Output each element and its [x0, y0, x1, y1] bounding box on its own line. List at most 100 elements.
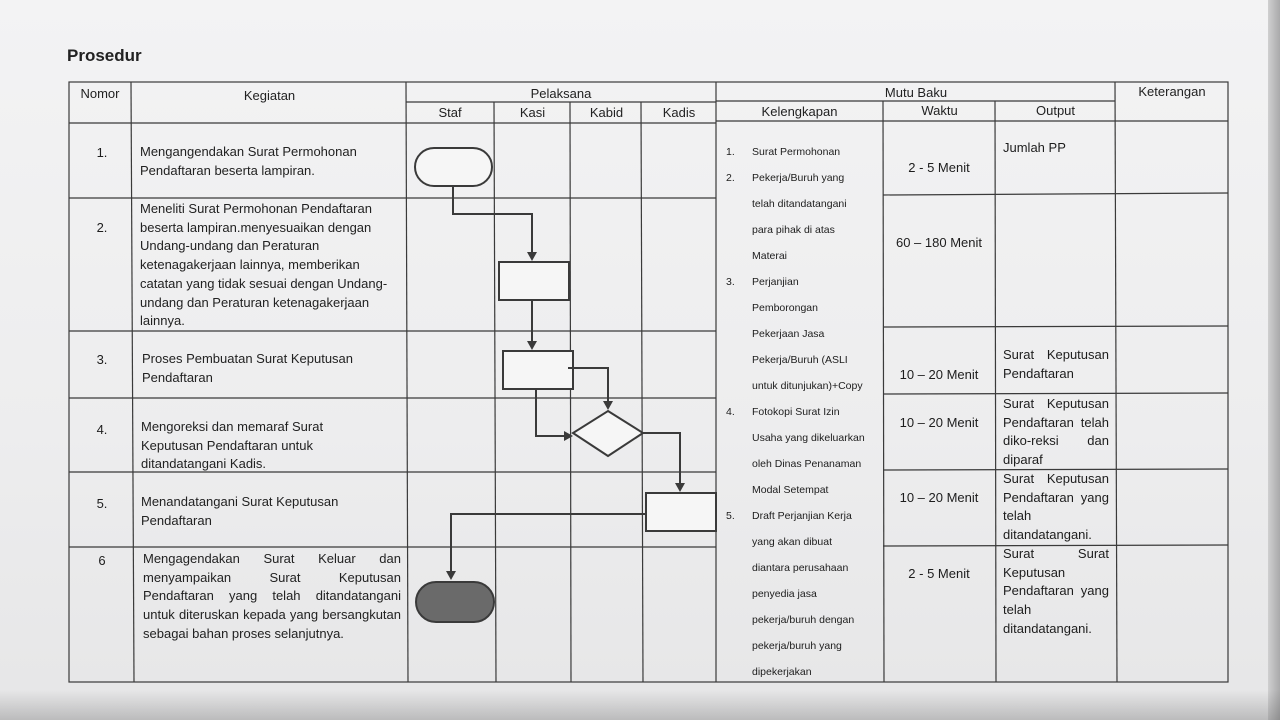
process-box-kadis: [645, 492, 717, 532]
end-terminator: [415, 581, 495, 623]
row-number: 5.: [96, 496, 108, 511]
output-value: Surat Keputusan Pendaftaran telah diko-r…: [1003, 396, 1109, 468]
kelengkapan-item: Usaha yang dikeluarkan: [726, 425, 878, 451]
waktu-value: 2 - 5 Menit: [908, 566, 970, 581]
kelengkapan-item: Pemborongan: [726, 295, 878, 321]
row-number: 3.: [96, 352, 108, 367]
kelengkapan-item-number: [726, 425, 752, 451]
waktu-value: 2 - 5 Menit: [908, 160, 970, 175]
kegiatan-text: Mengagendakan Surat Keluar dan menyampai…: [143, 551, 401, 641]
header-kegiatan: Kegiatan: [243, 88, 296, 103]
table-lines: [68, 81, 1229, 683]
kelengkapan-item-text: para pihak di atas: [752, 224, 835, 236]
kelengkapan-item-number: 2.: [726, 172, 735, 184]
header-pelaksana: Pelaksana: [530, 86, 592, 101]
row-number: 6: [98, 553, 106, 568]
start-terminator: [414, 147, 493, 187]
kelengkapan-item-number: [726, 581, 752, 607]
kelengkapan-item-text: Surat Permohonan: [752, 146, 841, 158]
kelengkapan-item: 5. Draft Perjanjian Kerja: [726, 503, 878, 529]
header-nomor: Nomor: [80, 86, 120, 101]
output-value: Surat Keputusan Pendaftaran yang telah d…: [1003, 471, 1109, 543]
kelengkapan-item-number: 3.: [726, 276, 735, 288]
kelengkapan-item: untuk ditunjukan)+Copy: [726, 373, 878, 399]
waktu-value: 60 – 180 Menit: [895, 235, 982, 250]
kelengkapan-item-text: Pekerja/Buruh yang: [752, 172, 845, 184]
kelengkapan-item: oleh Dinas Penanaman: [726, 451, 878, 477]
kelengkapan-item-text: Materai: [752, 250, 788, 262]
kelengkapan-item-number: [726, 217, 752, 243]
kelengkapan-item-number: [726, 633, 752, 659]
kelengkapan-item-text: telah ditandatangani: [752, 198, 847, 210]
arrow-heads: [446, 252, 685, 580]
kelengkapan-item-number: [726, 529, 752, 555]
kelengkapan-item-text: Pekerjaan Jasa: [752, 328, 825, 340]
kelengkapan-item-text: Pemborongan: [752, 302, 818, 314]
kelengkapan-list: 1. Surat Permohonan 2. Pekerja/Buruh yang te…: [726, 139, 878, 685]
kelengkapan-item: pekerja/buruh dengan: [726, 607, 878, 633]
kegiatan-text: Menandatangani Surat Keputusan Pendaftar…: [141, 494, 339, 528]
header-mutu-baku: Mutu Baku: [884, 85, 948, 100]
waktu-value: 10 – 20 Menit: [899, 367, 979, 382]
kelengkapan-item-text: Usaha yang dikeluarkan: [752, 432, 865, 444]
bottom-shadow: [0, 690, 1280, 720]
output-value: Surat Surat Keputusan Pendaftaran yang t…: [1003, 546, 1109, 636]
kelengkapan-item-text: Pekerja/Buruh (ASLI: [752, 354, 848, 366]
header-staf: Staf: [438, 105, 462, 120]
paper-edge: [1268, 0, 1280, 720]
output-value: Jumlah PP: [1003, 140, 1066, 155]
kelengkapan-item-text: penyedia jasa: [752, 588, 817, 600]
kelengkapan-item-number: [726, 373, 752, 399]
kelengkapan-item: Pekerja/Buruh (ASLI: [726, 347, 878, 373]
row-number: 1.: [96, 145, 108, 160]
header-output: Output: [1035, 103, 1076, 118]
kelengkapan-item-number: [726, 295, 752, 321]
kelengkapan-item-text: oleh Dinas Penanaman: [752, 458, 862, 470]
kelengkapan-item-number: [726, 451, 752, 477]
kelengkapan-item-text: Draft Perjanjian Kerja: [752, 510, 852, 522]
header-waktu: Waktu: [921, 103, 958, 118]
kelengkapan-item-number: [726, 555, 752, 581]
kelengkapan-item: diantara perusahaan: [726, 555, 878, 581]
kelengkapan-item-number: [726, 321, 752, 347]
kelengkapan-item: Pekerjaan Jasa: [726, 321, 878, 347]
kelengkapan-item-number: 4.: [726, 406, 735, 418]
kelengkapan-item-text: pekerja/buruh dengan: [752, 614, 855, 626]
kelengkapan-item: penyedia jasa: [726, 581, 878, 607]
header-keterangan: Keterangan: [1138, 84, 1206, 99]
kelengkapan-item-text: Modal Setempat: [752, 484, 829, 496]
kelengkapan-item: 2. Pekerja/Buruh yang: [726, 165, 878, 191]
kegiatan-text: Mengangendakan Surat Permohonan Pendafta…: [140, 144, 357, 178]
kelengkapan-item: telah ditandatangani: [726, 191, 878, 217]
kelengkapan-item: Materai: [726, 243, 878, 269]
kegiatan-text: Meneliti Surat Permohonan Pendaftaran be…: [140, 201, 388, 329]
kelengkapan-item-text: diantara perusahaan: [752, 562, 849, 574]
process-box-kasi: [498, 261, 570, 301]
kelengkapan-item: 3.Perjanjian: [726, 269, 878, 295]
waktu-value: 10 – 20 Menit: [899, 415, 979, 430]
kegiatan-text: Mengoreksi dan memaraf Surat Keputusan P…: [141, 419, 324, 472]
kelengkapan-item-text: dipekerjakan: [752, 666, 812, 678]
kelengkapan-item-text: yang akan dibuat: [752, 536, 832, 548]
kelengkapan-item-number: [726, 607, 752, 633]
kelengkapan-item: Modal Setempat: [726, 477, 878, 503]
kelengkapan-item-number: [726, 243, 752, 269]
kelengkapan-item: para pihak di atas: [726, 217, 878, 243]
header-kabid: Kabid: [589, 105, 624, 120]
kelengkapan-item-number: [726, 477, 752, 503]
kelengkapan-item: dipekerjakan: [726, 659, 878, 685]
row-number: 2.: [96, 220, 108, 235]
kelengkapan-item-number: [726, 347, 752, 373]
output-value: Surat Keputusan Pendaftaran: [1003, 347, 1109, 381]
kelengkapan-item-text: pekerja/buruh yang: [752, 640, 842, 652]
kelengkapan-item-number: [726, 191, 752, 217]
kegiatan-text: Proses Pembuatan Surat Keputusan Pendaft…: [142, 351, 354, 385]
page-title: Prosedur: [67, 46, 142, 65]
kelengkapan-item: pekerja/buruh yang: [726, 633, 878, 659]
kelengkapan-item-number: 5.: [726, 510, 735, 522]
kelengkapan-item-number: 1.: [726, 146, 735, 158]
waktu-value: 10 – 20 Menit: [899, 490, 979, 505]
header-kelengkapan: Kelengkapan: [761, 104, 838, 119]
